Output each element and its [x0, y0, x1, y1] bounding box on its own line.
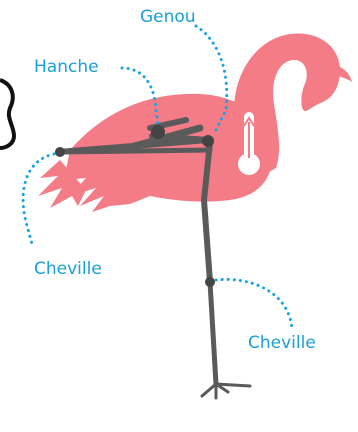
- foot-folded: [58, 150, 210, 152]
- label-hip: Hanche: [34, 57, 99, 77]
- cropped-letter: [0, 80, 14, 148]
- ankle-right-leader: [216, 279, 292, 330]
- label-knee: Genou: [140, 7, 196, 27]
- knee-joint: [202, 135, 214, 147]
- ankle-joint-right: [205, 277, 215, 287]
- tarsus-standing: [210, 282, 216, 384]
- hip-joint: [151, 125, 165, 139]
- ankle-left-leader: [23, 154, 54, 244]
- toes: [202, 384, 250, 398]
- ankle-joint-left: [55, 147, 65, 157]
- tibia-standing: [204, 142, 210, 282]
- label-ankle-left: Cheville: [34, 259, 102, 279]
- label-ankle-right: Cheville: [248, 333, 316, 353]
